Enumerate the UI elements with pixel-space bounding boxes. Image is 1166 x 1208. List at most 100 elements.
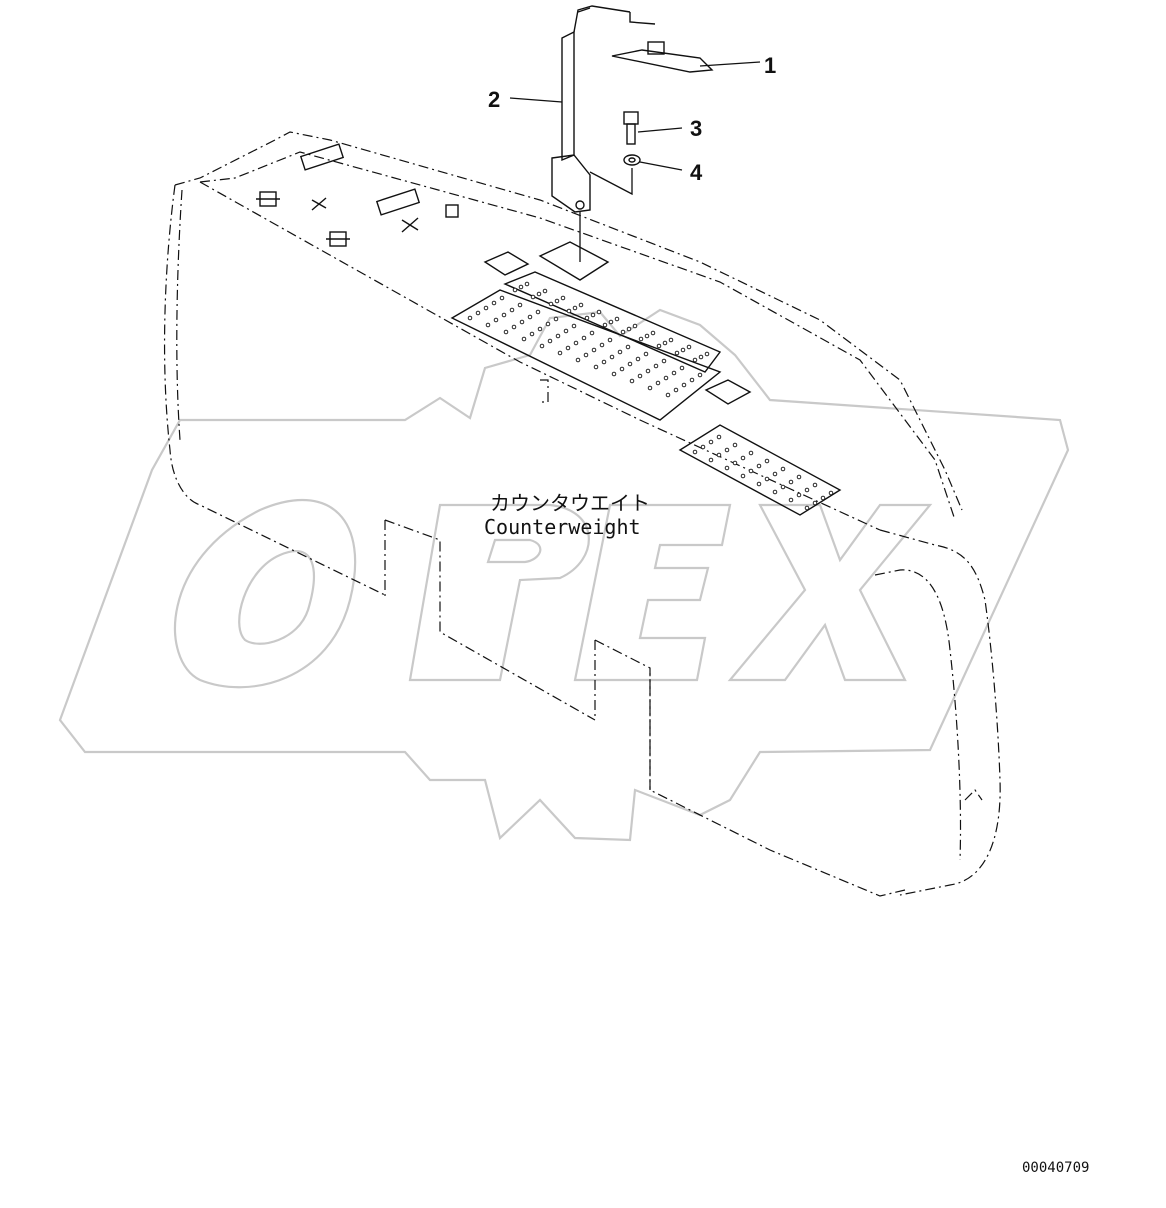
perforation-hole [679,365,685,371]
perforation-hole [668,337,674,343]
perforation-hole [589,330,595,336]
perforation-hole [655,380,661,386]
perforation-hole [674,350,680,356]
perforation-hole [571,323,577,329]
perforation-hole [591,347,597,353]
perforation-hole [575,357,581,363]
perforation-hole [804,487,810,493]
perforation-hole [614,316,620,322]
perforation-hole [599,342,605,348]
nut-fitting [445,204,459,218]
perforation-hole [584,315,590,321]
perforation-hole [554,298,560,304]
perforation-hole [499,295,505,301]
pad-left [483,251,530,276]
perforation-hole [650,330,656,336]
perforation-hole [607,337,613,343]
pad-right [704,379,752,405]
counterweight-label-japanese: カウンタウエイト [490,491,650,515]
perforation-hole [638,336,644,342]
perforation-hole [764,458,770,464]
perforation-hole [535,309,541,315]
perforation-hole [501,312,507,318]
perforation-hole [593,364,599,370]
top-fittings [256,143,459,247]
callout-4: 4 [690,160,703,185]
perforation-hole [698,354,704,360]
perforated-plate-small [678,424,842,516]
perforation-hole [820,495,826,501]
perforation-hole [700,444,706,450]
perforation-hole [627,361,633,367]
perforation-hole [467,315,473,321]
perforation-hole [512,287,518,293]
perforation-hole [686,344,692,350]
perforation-hole [539,343,545,349]
perforation-hole [635,356,641,362]
perforation-hole [619,366,625,372]
perforation-hole [796,492,802,498]
perforation-hole [812,500,818,506]
perforation-hole [511,324,517,330]
watermark [58,308,1070,842]
perforation-hole [542,288,548,294]
perforation-hole [578,302,584,308]
perforation-hole [553,316,559,322]
perforation-hole [647,385,653,391]
perforation-hole [653,363,659,369]
watermark-gear-icon [58,308,1070,842]
perforation-hole [537,326,543,332]
callout-labels: 1 2 3 4 [488,53,776,185]
perforation-hole [548,301,554,307]
perforation-hole [475,310,481,316]
perforation-hole [748,468,754,474]
perforation-hole [756,481,762,487]
perforation-hole [566,308,572,314]
perforation-hole [748,450,754,456]
perforation-hole [665,392,671,398]
bolt-part-3 [623,111,639,145]
perforation-hole [756,463,762,469]
bracket-part-2 [551,5,631,262]
perforation-hole [689,377,695,383]
perforation-hole [732,442,738,448]
perforation-hole [680,347,686,353]
callout-3: 3 [690,116,702,141]
perforation-hole [519,319,525,325]
perforation-hole [509,307,515,313]
perforation-hole [643,351,649,357]
perforation-hole [708,457,714,463]
callout-1: 1 [764,53,776,78]
perforation-hole [645,368,651,374]
perforation-hole [611,371,617,377]
perforation-hole [681,382,687,388]
perforation-hole [517,302,523,308]
perforation-hole [596,309,602,315]
perforation-hole [812,482,818,488]
perforation-hole [503,329,509,335]
perforation-hole [740,473,746,479]
perforation-hole [788,479,794,485]
perforation-hole [529,331,535,337]
perforation-hole [573,340,579,346]
perforation-hole [491,300,497,306]
perforation-hole [788,497,794,503]
perforation-hole [602,322,608,328]
perforation-hole [493,317,499,323]
perforation-hole [724,465,730,471]
mounting-pads [483,241,752,405]
perforation-hole [536,291,542,297]
perforation-hole [704,351,710,357]
perforated-plate-large [450,271,722,421]
perforation-hole [662,340,668,346]
perforation-hole [724,447,730,453]
perforation-hole [483,305,489,311]
perforation-hole [692,449,698,455]
perforation-hole [583,352,589,358]
perforation-hole [692,357,698,363]
perforation-hole [545,321,551,327]
perforation-hole [661,358,667,364]
perforation-hole [804,505,810,511]
clip-fitting [401,217,419,233]
perforation-hole [772,489,778,495]
